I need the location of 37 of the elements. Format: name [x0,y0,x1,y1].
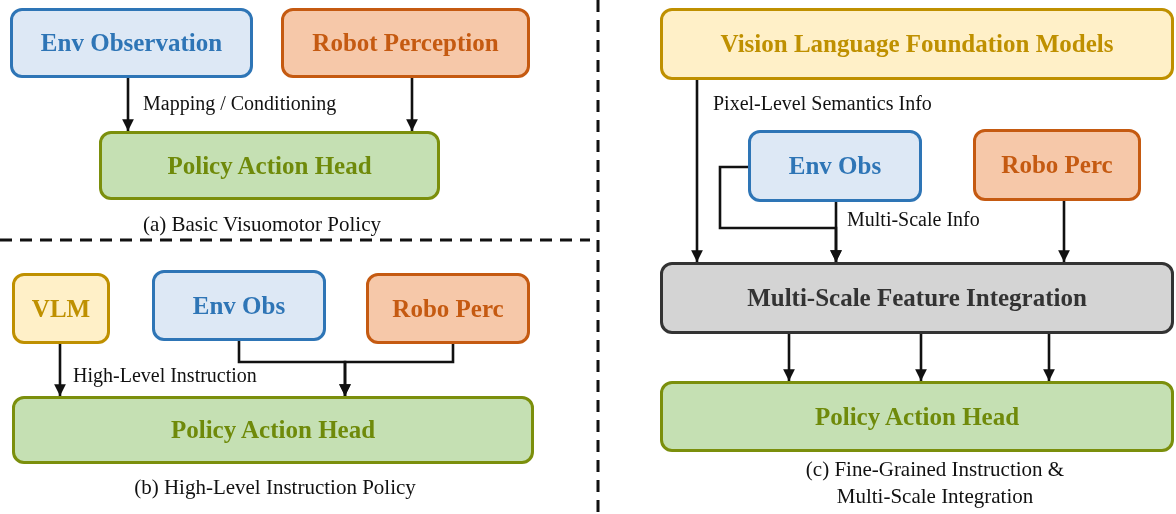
arrow [718,165,842,262]
arrow [691,80,703,262]
arrow [915,334,927,381]
arrow [1058,201,1070,262]
process-box [10,8,253,78]
box-label: Robo Perc [1001,151,1113,179]
process-box [12,273,110,344]
box-label: Env Obs [192,291,286,320]
process-box [660,381,1174,452]
process-box [152,270,326,341]
process-box [660,262,1174,334]
box-label: Robot Perception [312,29,499,57]
caption: (b) High-Level Instruction Policy [133,474,417,501]
box-label: VLM [31,294,91,323]
box-label: Env Observation [40,29,223,57]
box-label: Policy Action Head [814,402,1020,431]
arrow [122,78,134,131]
arrow [783,334,795,381]
box-label: Env Obs [788,152,882,180]
box-label: Multi-Scale Feature Integration [747,284,1087,312]
arrow [406,78,418,131]
box-label: Policy Action Head [167,151,372,180]
caption: (c) Fine-Grained Instruction & Multi-Scale Integration [805,456,1065,511]
process-box [660,8,1174,80]
arrow [1043,334,1055,381]
process-box [973,129,1141,201]
box-label: Robo Perc [392,294,504,323]
caption: (a) Basic Visuomotor Policy [141,211,383,238]
process-box [99,131,440,200]
process-box [366,273,530,344]
process-box [12,396,534,464]
arrow [54,344,66,396]
box-label: Vision Language Foundation Models [720,30,1114,58]
process-box [281,8,530,78]
box-label: Policy Action Head [170,416,376,444]
arrow [339,344,455,396]
process-box [748,130,922,202]
